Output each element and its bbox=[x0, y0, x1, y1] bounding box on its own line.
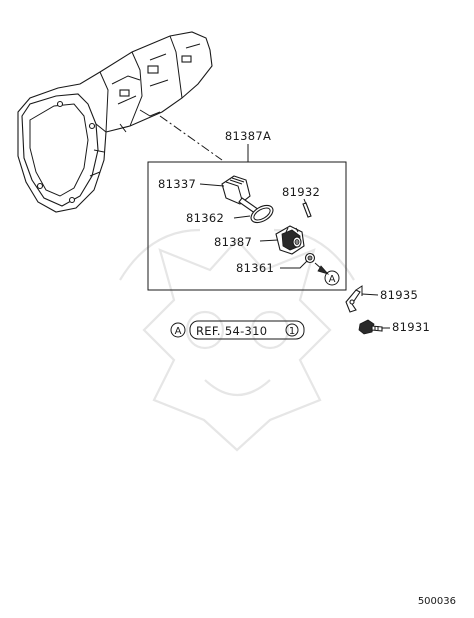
label-81932: 81932 bbox=[282, 185, 320, 199]
part-81935-clip bbox=[345, 285, 363, 313]
reference-sub-text: 1 bbox=[289, 326, 295, 337]
label-81935: 81935 bbox=[380, 288, 418, 302]
reference-text: REF. 54-310 bbox=[196, 324, 267, 338]
leader-81387 bbox=[259, 239, 279, 242]
leader-81337 bbox=[199, 183, 225, 187]
part-81387-sleeve bbox=[275, 225, 305, 255]
diagram-code: 500036 bbox=[418, 596, 456, 607]
label-81362: 81362 bbox=[186, 211, 224, 225]
leader-81361 bbox=[280, 260, 308, 269]
reference-marker-a bbox=[170, 322, 186, 338]
leader-81362 bbox=[233, 215, 251, 219]
reference-marker-text: A bbox=[175, 326, 182, 337]
label-81931: 81931 bbox=[392, 320, 430, 334]
connector-arrow bbox=[314, 262, 330, 275]
part-81362-o-ring bbox=[250, 204, 274, 224]
part-81932-pin bbox=[302, 202, 312, 218]
leader-81935 bbox=[361, 293, 379, 296]
label-81361: 81361 bbox=[236, 261, 274, 275]
label-81387: 81387 bbox=[214, 235, 252, 249]
connector-marker-a: A bbox=[324, 270, 340, 286]
transmission-housing bbox=[17, 31, 213, 213]
group-box bbox=[147, 161, 347, 291]
reference-box bbox=[189, 320, 305, 340]
svg-text:A: A bbox=[329, 274, 336, 285]
label-81337: 81337 bbox=[158, 177, 196, 191]
part-81361-seal bbox=[304, 252, 316, 264]
label-81387A: 81387A bbox=[225, 129, 271, 143]
reference-callout: A REF. 54-310 1 bbox=[170, 320, 305, 340]
housing-leader-line bbox=[159, 115, 223, 161]
leader-81932 bbox=[303, 198, 307, 205]
reference-sub-circle bbox=[285, 323, 299, 337]
part-81931-bolt bbox=[358, 319, 383, 335]
